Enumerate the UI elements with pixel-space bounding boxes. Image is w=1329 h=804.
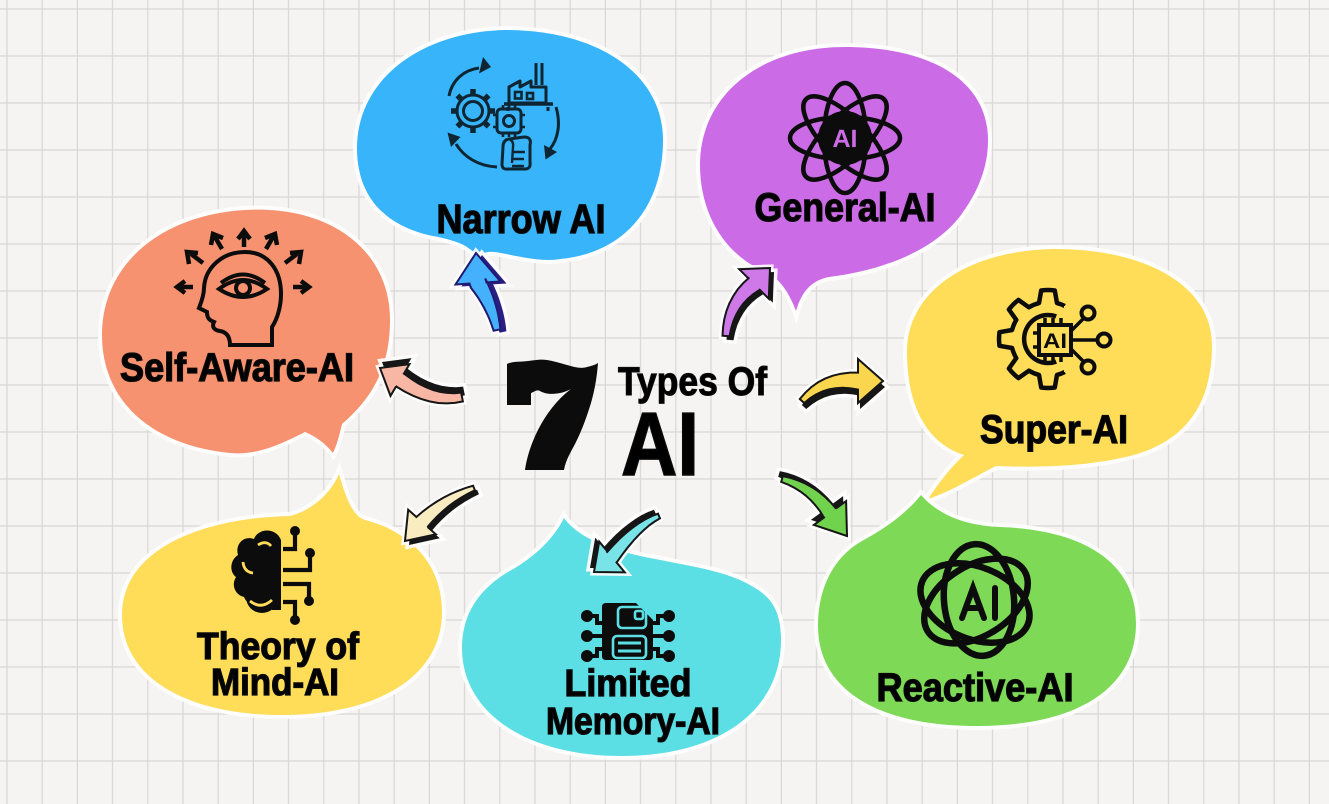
svg-text:Self-Aware-AI: Self-Aware-AI — [120, 346, 354, 390]
svg-text:Reactive-AI: Reactive-AI — [877, 666, 1074, 710]
svg-text:Limited: Limited — [565, 663, 692, 705]
svg-text:AI: AI — [1043, 330, 1067, 353]
svg-text:Mind-AI: Mind-AI — [211, 662, 339, 704]
svg-text:Theory of: Theory of — [197, 626, 359, 668]
svg-text:Types Of: Types Of — [618, 360, 768, 404]
svg-text:Narrow AI: Narrow AI — [437, 196, 606, 242]
svg-text:Memory-AI: Memory-AI — [546, 701, 720, 743]
svg-text:AI: AI — [621, 395, 699, 495]
svg-text:Super-AI: Super-AI — [980, 408, 1128, 452]
svg-text:AI: AI — [833, 125, 858, 153]
